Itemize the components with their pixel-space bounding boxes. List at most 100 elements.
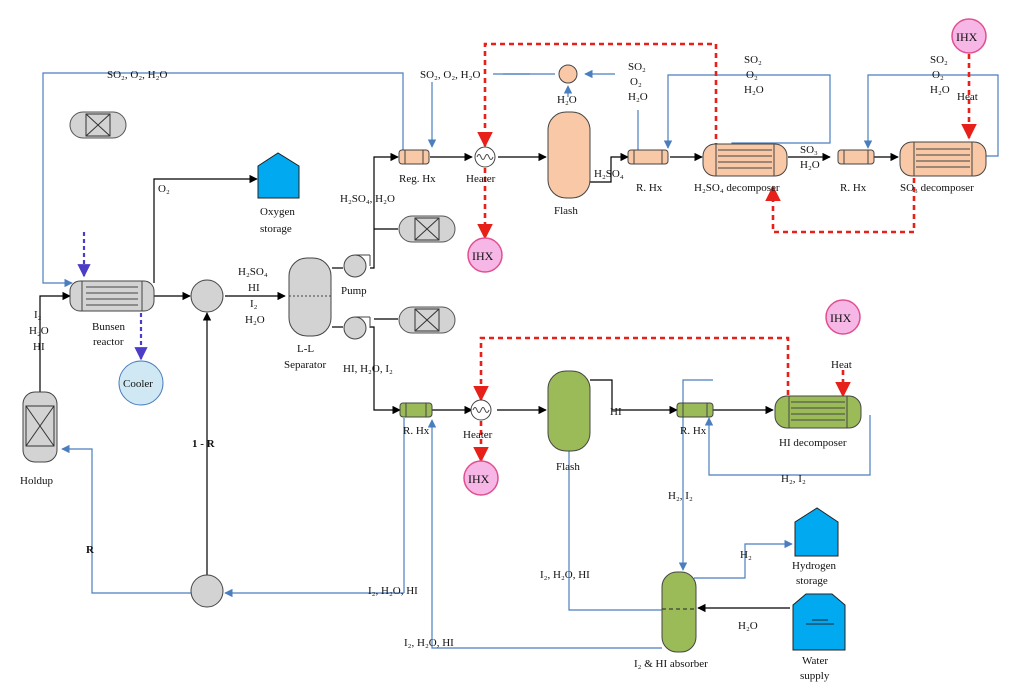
label-bunsen-2: reactor [93, 336, 124, 348]
label-ihx-hi: IHX [830, 311, 852, 325]
r-hx-top-1 [627, 149, 669, 165]
label-oxygen-storage-2: storage [260, 223, 292, 235]
label-feed-i2: I₂ [250, 298, 258, 310]
label-heat-bottom: Heat [831, 359, 852, 371]
label-o2: O₂ [158, 183, 170, 195]
label-holdup: Holdup [20, 475, 54, 487]
label-so2-3: SO₂ [930, 54, 948, 66]
label-hi-left: HI [33, 341, 45, 353]
heat-loops [473, 42, 977, 463]
label-h2-i2-2: H₂, I₂ [781, 473, 806, 485]
label-cooler: Cooler [123, 378, 153, 390]
label-ihx-bottom: IHX [468, 472, 490, 486]
bunsen-cooling [77, 232, 148, 361]
black-streams [39, 152, 899, 613]
label-bunsen-1: Bunsen [92, 321, 126, 333]
reg-hx [398, 149, 430, 165]
label-hydrogen-storage-2: storage [796, 575, 828, 587]
label-water-supply-1: Water [802, 655, 828, 667]
flash-bottom [547, 370, 591, 452]
label-feed-hi: HI [248, 282, 260, 294]
ihx-top-node [467, 237, 503, 273]
label-o2-3: O₂ [932, 69, 944, 81]
label-i2-left: I₂ [34, 309, 42, 321]
label-i2-h2o-hi-absorber: I₂, H₂O, HI [404, 637, 454, 649]
label-r-hx-bottom2: R. Hx [680, 425, 707, 437]
label-r-hx-top1: R. Hx [636, 182, 663, 194]
r-hx-bottom-1 [399, 402, 433, 418]
label-one-minus-r: 1 - R [192, 438, 216, 450]
mixer-top [190, 279, 224, 313]
label-ihx-top: IHX [472, 249, 494, 263]
label-h2o-left: H₂O [29, 325, 49, 337]
label-hi-stream: HI [610, 406, 622, 418]
splitter-bottom [190, 574, 224, 608]
label-o2-2: O₂ [746, 69, 758, 81]
label-ll-sep-1: L-L [297, 343, 314, 355]
label-h2o-2: H₂O [744, 84, 764, 96]
label-absorber: I₂ & HI absorber [634, 658, 708, 670]
ll-separator [288, 257, 332, 337]
label-ihx-right: IHX [956, 30, 978, 44]
label-h2o-3: H₂O [800, 159, 820, 171]
bunsen-reactor [69, 280, 155, 312]
heater-top [474, 146, 496, 168]
r-hx-top-2 [837, 149, 875, 165]
diagram-labels: SO₂, O₂, H₂O SO₂, O₂, H₂O O₂ Oxygen stor… [20, 30, 978, 682]
label-h2so4-mid: H₂SO₄ [594, 168, 624, 180]
label-h2: H₂ [740, 549, 752, 561]
heater-bottom [470, 399, 492, 421]
label-so2-o2-h2o-reg: SO₂, O₂, H₂O [420, 69, 480, 81]
blue-streams [42, 69, 999, 649]
label-h2so4-decomposer: H₂SO₄ decomposer [694, 182, 780, 194]
buffer-tank-low [398, 306, 456, 334]
hydrogen-storage-tank [794, 507, 839, 557]
label-flash-bottom: Flash [556, 461, 580, 473]
label-hi-h2o-i2: HI, H₂O, I₂ [343, 363, 393, 375]
flash-top [547, 111, 591, 199]
buffer-tank-mid [398, 215, 456, 243]
label-h2o-1: H₂O [628, 91, 648, 103]
label-feed-h2o: H₂O [245, 314, 265, 326]
label-r-hx-top2: R. Hx [840, 182, 867, 194]
i2-hi-absorber [661, 571, 697, 653]
label-reg-hx: Reg. Hx [399, 173, 436, 185]
oxygen-storage-tank [257, 152, 300, 199]
label-so2-2: SO₂ [744, 54, 762, 66]
label-i2-h2o-hi-flash: I₂, H₂O, HI [540, 569, 590, 581]
label-h2o-4: H₂O [930, 84, 950, 96]
label-h2so4-h2o: H₂SO₄, H₂O [340, 193, 395, 205]
holdup-tank [22, 391, 58, 463]
pump-top [343, 254, 371, 278]
water-supply-tank [792, 593, 846, 651]
label-feed-h2so4: H₂SO₄ [238, 266, 268, 278]
label-so3-decomposer: SO₃ decomposer [900, 182, 974, 194]
buffer-tank-top-left [69, 111, 127, 139]
so3-decomposer [899, 141, 987, 177]
label-o2-1: O₂ [630, 76, 642, 88]
hi-decomposer [774, 395, 862, 429]
label-so3-1: SO₃ [800, 144, 818, 156]
cooler-unit [118, 360, 164, 406]
label-so2-o2-h2o-top-left: SO₂, O₂, H₂O [107, 69, 167, 81]
condenser-node [558, 64, 578, 84]
ihx-hi-node [825, 299, 861, 335]
label-water-supply-2: supply [800, 670, 830, 682]
label-so2-1: SO₂ [628, 61, 646, 73]
ihx-bottom-node [463, 460, 499, 496]
label-h2o-water: H₂O [738, 620, 758, 632]
label-flash-top: Flash [554, 205, 578, 217]
label-hydrogen-storage-1: Hydrogen [792, 560, 836, 572]
r-hx-bottom-2 [676, 402, 714, 418]
label-ll-sep-2: Separator [284, 359, 326, 371]
label-r-hx-bottom1: R. Hx [403, 425, 430, 437]
label-heater-bottom: Heater [463, 429, 493, 441]
label-oxygen-storage-1: Oxygen [260, 206, 295, 218]
label-r: R [86, 544, 95, 556]
label-heater-top: Heater [466, 173, 496, 185]
label-h2-i2-1: H₂, I₂ [668, 490, 693, 502]
label-hi-decomposer: HI decomposer [779, 437, 847, 449]
label-h2o-flash: H₂O [557, 94, 577, 106]
ihx-right-node [951, 18, 987, 54]
